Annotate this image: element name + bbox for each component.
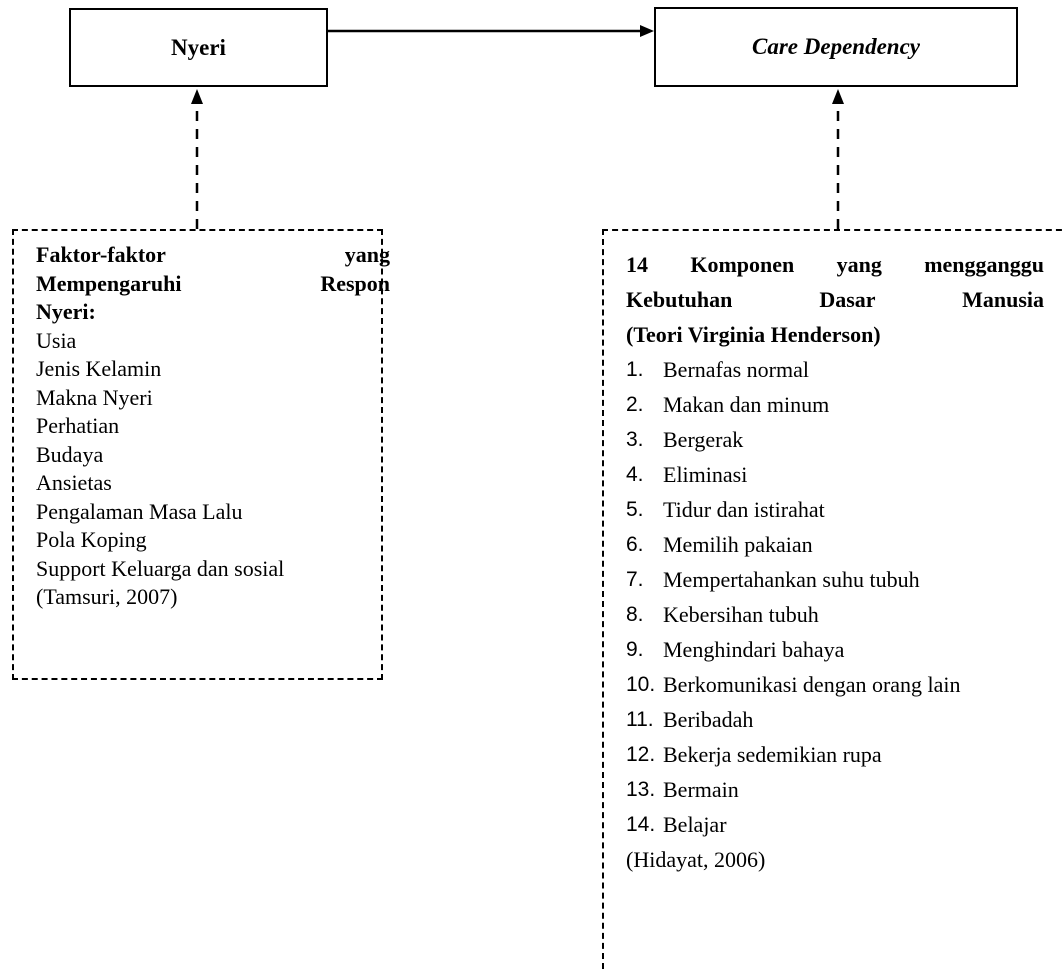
component-label: Tidur dan istirahat <box>663 497 825 522</box>
component-number: 8. <box>626 603 644 626</box>
factor-item: Support Keluarga dan sosial <box>36 555 285 581</box>
node-nyeri-label: Nyeri <box>171 34 226 60</box>
component-label: Memilih pakaian <box>663 532 813 557</box>
factors-list: Usia Jenis Kelamin Makna Nyeri Perhatian… <box>36 327 381 584</box>
component-number: 10. <box>626 673 656 696</box>
component-number: 11. <box>626 708 654 731</box>
factor-item: Pola Koping <box>36 527 147 552</box>
factor-item: Budaya <box>36 441 104 467</box>
component-item: 12. Bekerja sedemikian rupa <box>626 737 1062 772</box>
component-item: 8. Kebersihan tubuh <box>626 597 1062 632</box>
factors-box: Faktor-faktor yang Mempengaruhi Respon N… <box>12 229 390 680</box>
component-item: 14. Belajar <box>626 807 1062 842</box>
component-item: 4. Eliminasi <box>626 457 1062 492</box>
component-label: Kebersihan tubuh <box>663 602 819 627</box>
component-number: 2. <box>626 393 644 416</box>
component-label: Bergerak <box>663 427 744 452</box>
component-item: 11. Beribadah <box>626 702 1062 737</box>
component-item: 5. Tidur dan istirahat <box>626 492 1062 527</box>
component-number: 4. <box>626 463 644 486</box>
components-citation: (Hidayat, 2006) <box>626 847 766 872</box>
component-item: 6. Memilih pakaian <box>626 527 1062 562</box>
factors-heading-line3: Nyeri: <box>36 299 96 324</box>
component-label: Beribadah <box>663 707 754 732</box>
component-item: 2. Makan dan minum <box>626 387 1062 422</box>
component-number: 9. <box>626 638 644 661</box>
component-item: 9. Menghindari bahaya <box>626 632 1062 667</box>
component-label: Belajar <box>663 812 727 837</box>
factor-item: Usia <box>36 327 77 353</box>
components-heading-line2: Kebutuhan Dasar Manusia <box>626 287 1044 312</box>
component-item: 1. Bernafas normal <box>626 352 1062 387</box>
components-heading-line1: 14 Komponen yang mengganggu <box>626 252 1044 277</box>
arrow-nyeri-to-care-dependency <box>328 25 654 37</box>
component-label: Bekerja sedemikian rupa <box>663 742 882 767</box>
component-number: 6. <box>626 533 644 556</box>
components-box: 14 Komponen yang mengganggu Kebutuhan Da… <box>602 229 1062 969</box>
node-care-dependency: Care Dependency <box>654 7 1018 87</box>
component-label: Berkomunikasi dengan orang lain <box>663 672 961 697</box>
component-item: 3. Bergerak <box>626 422 1062 457</box>
arrow-components-to-care-dependency <box>832 89 844 229</box>
component-label: Bermain <box>663 777 739 802</box>
component-number: 1. <box>626 358 644 381</box>
component-number: 5. <box>626 498 644 521</box>
component-label: Mempertahankan suhu tubuh <box>663 567 920 592</box>
component-item: 10. Berkomunikasi dengan orang lain <box>626 667 1044 702</box>
arrow-factors-to-nyeri <box>191 89 203 229</box>
node-nyeri: Nyeri <box>69 8 328 87</box>
factors-heading-line2: Mempengaruhi Respon <box>36 270 390 296</box>
factor-item: Pengalaman Masa Lalu <box>36 498 243 524</box>
components-list: 1. Bernafas normal 2. Makan dan minum 3. Be… <box>626 352 1062 842</box>
factor-item: Jenis Kelamin <box>36 356 162 381</box>
component-label: Menghindari bahaya <box>663 637 845 662</box>
factor-item: Makna Nyeri <box>36 384 153 410</box>
component-number: 3. <box>626 428 644 451</box>
component-label: Makan dan minum <box>663 392 830 417</box>
component-label: Bernafas normal <box>663 357 809 382</box>
component-number: 14. <box>626 813 656 836</box>
component-item: 7. Mempertahankan suhu tubuh <box>626 562 1062 597</box>
factor-item: Perhatian <box>36 413 120 438</box>
component-number: 13. <box>626 778 656 801</box>
factor-item: Ansietas <box>36 470 112 495</box>
factors-citation: (Tamsuri, 2007) <box>36 584 178 609</box>
component-label: Eliminasi <box>663 462 748 487</box>
factors-heading-line1: Faktor-faktor yang <box>36 242 390 267</box>
component-number: 12. <box>626 743 656 766</box>
component-number: 7. <box>626 568 644 591</box>
components-heading-line3: (Teori Virginia Henderson) <box>626 322 881 347</box>
component-item: 13. Bermain <box>626 772 1062 807</box>
node-care-dependency-label: Care Dependency <box>752 34 920 59</box>
